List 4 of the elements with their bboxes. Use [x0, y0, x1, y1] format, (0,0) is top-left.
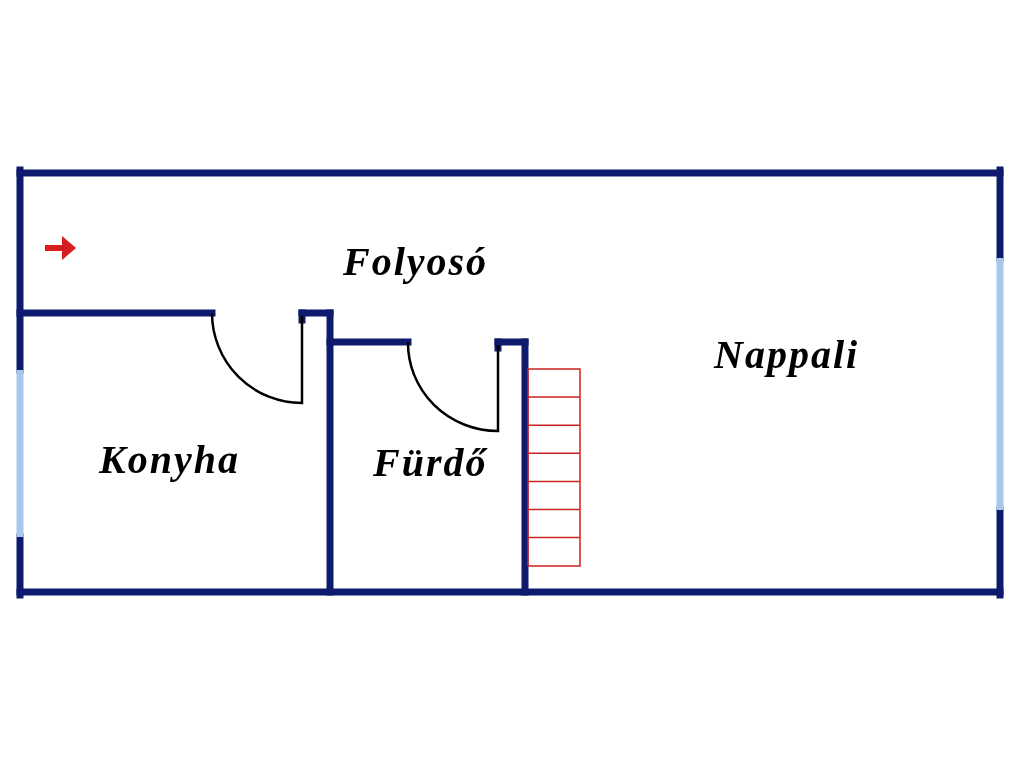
room-label: Folyosó [343, 242, 489, 282]
room-label: Konyha [99, 440, 240, 480]
room-label: Fürdő [373, 443, 488, 483]
room-label: Nappali [714, 335, 860, 375]
